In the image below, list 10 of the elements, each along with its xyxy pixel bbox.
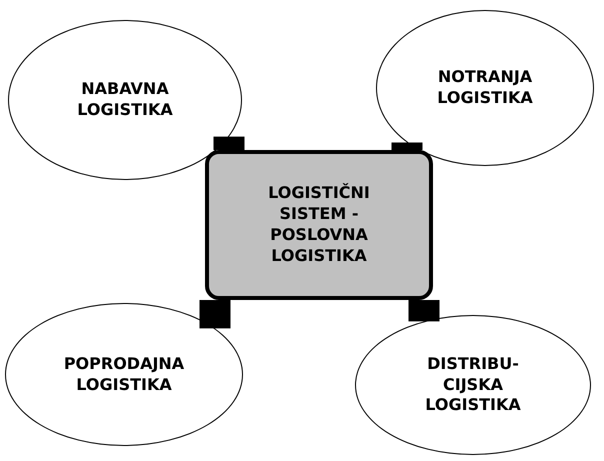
node-label: DISTRIBU- CIJSKA LOGISTIKA <box>424 354 522 416</box>
node-label: POPRODAJNA LOGISTIKA <box>62 354 186 396</box>
connector <box>214 136 244 150</box>
connector <box>200 300 230 328</box>
connector <box>408 300 440 322</box>
rounded-box <box>205 150 433 300</box>
node-label: NOTRANJA LOGISTIKA <box>436 67 534 109</box>
connector <box>392 142 422 150</box>
node-label: NABAVNA LOGISTIKA <box>76 79 174 121</box>
node-label: LOGISTIČNI SISTEM - POSLOVNA LOGISTIKA <box>267 183 371 267</box>
